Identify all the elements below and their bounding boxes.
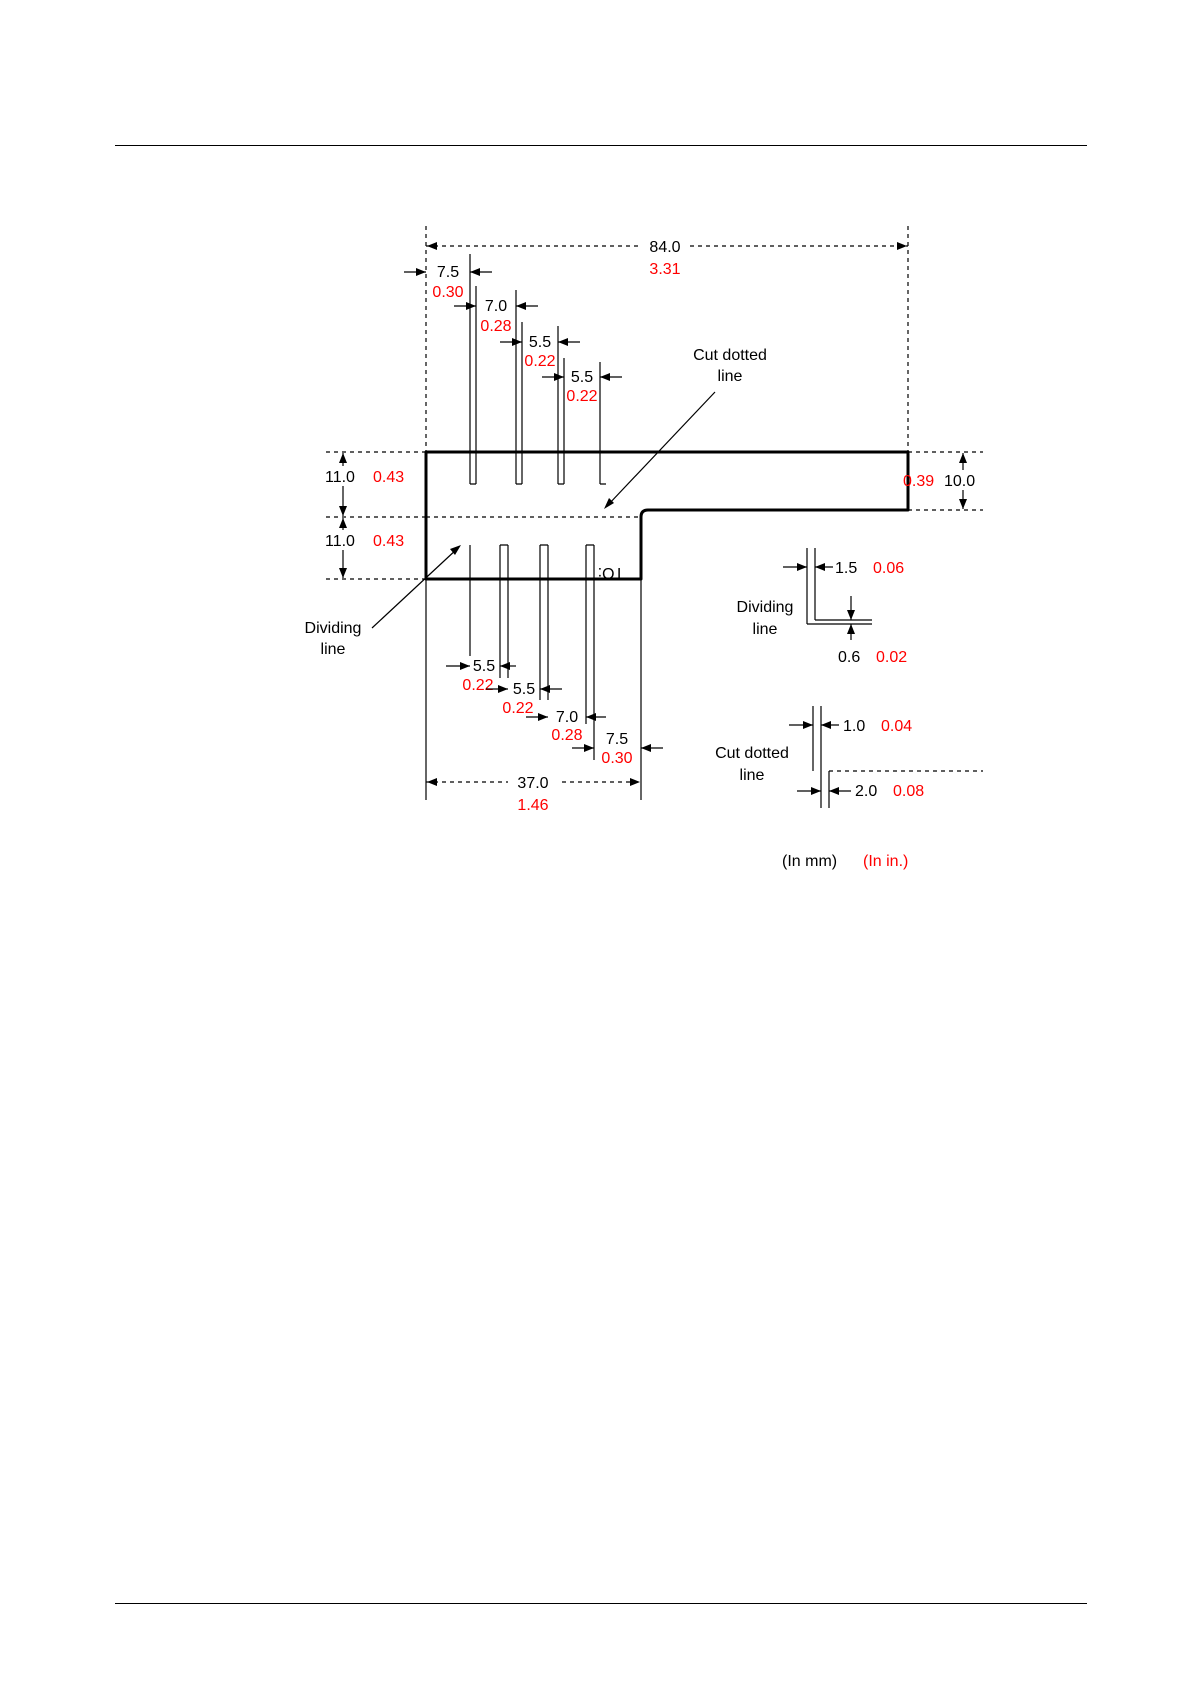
svg-text:line: line <box>321 641 346 658</box>
svg-text:7.0: 7.0 <box>485 298 507 315</box>
dim-bottom-offset-4: 7.5 0.30 <box>572 731 663 767</box>
dim-total-width-in: 3.31 <box>649 261 680 278</box>
svg-text:10.0: 10.0 <box>944 473 975 490</box>
svg-text:1.46: 1.46 <box>517 797 548 814</box>
dim-tab-width: 37.0 1.46 <box>426 772 641 814</box>
dim-lower-height: 11.0 0.43 <box>323 518 404 578</box>
dim-top-offset-3: 5.5 0.22 <box>500 334 580 370</box>
lower-tick-slots <box>470 545 594 579</box>
detail-cut-dotted-line: 1.0 0.04 2.0 0.08 Cut dotted line <box>715 706 983 808</box>
svg-text:5.5: 5.5 <box>513 681 535 698</box>
callout-dividing-line: Dividing line <box>305 545 461 658</box>
svg-text:Dividing: Dividing <box>305 620 362 637</box>
units-inch: (In in.) <box>863 853 908 870</box>
svg-text:0.22: 0.22 <box>502 700 533 717</box>
dim-top-offset-2: 7.0 0.28 <box>454 298 538 335</box>
svg-text:0.6: 0.6 <box>838 649 860 666</box>
svg-text:11.0: 11.0 <box>325 469 355 486</box>
svg-text:7.5: 7.5 <box>606 731 628 748</box>
svg-text:0.43: 0.43 <box>373 469 404 486</box>
upper-tick-slots <box>470 452 606 484</box>
svg-text:0.06: 0.06 <box>873 560 904 577</box>
svg-text:Dividing: Dividing <box>737 599 794 616</box>
svg-text:7.0: 7.0 <box>556 709 578 726</box>
dim-total-width-mm: 84.0 <box>649 239 680 256</box>
svg-text:0.39: 0.39 <box>903 473 934 490</box>
svg-text:0.30: 0.30 <box>601 750 632 767</box>
svg-text:11.0: 11.0 <box>325 533 355 550</box>
dim-bottom-offset-2: 5.5 0.22 <box>486 681 562 717</box>
svg-text:5.5: 5.5 <box>473 658 495 675</box>
svg-text:7.5: 7.5 <box>437 264 459 281</box>
detail-dividing-line: 1.5 0.06 0.6 0.02 Dividing line <box>737 548 908 666</box>
dim-right-height: 0.39 10.0 <box>903 453 982 509</box>
svg-text:0.43: 0.43 <box>373 533 404 550</box>
svg-text:line: line <box>753 621 778 638</box>
svg-text:2.0: 2.0 <box>855 783 877 800</box>
svg-text:line: line <box>718 368 743 385</box>
callout-cut-dotted-line: Cut dotted line <box>604 347 767 509</box>
svg-text:5.5: 5.5 <box>529 334 551 351</box>
svg-text:5.5: 5.5 <box>571 369 593 386</box>
svg-text:line: line <box>740 767 765 784</box>
dim-top-offset-4: 5.5 0.22 <box>542 369 622 405</box>
svg-text:37.0: 37.0 <box>517 775 548 792</box>
svg-text:1.0: 1.0 <box>843 718 865 735</box>
svg-text:0.02: 0.02 <box>876 649 907 666</box>
dim-upper-height: 11.0 0.43 <box>323 453 404 516</box>
dim-top-offset-1: 7.5 0.30 <box>404 264 492 301</box>
svg-text:0.22: 0.22 <box>462 677 493 694</box>
svg-text:1.5: 1.5 <box>835 560 857 577</box>
svg-text:0.30: 0.30 <box>432 284 463 301</box>
svg-text:Cut dotted: Cut dotted <box>715 745 789 762</box>
svg-text:Cut dotted: Cut dotted <box>693 347 767 364</box>
svg-text:0.04: 0.04 <box>881 718 912 735</box>
svg-text:0.22: 0.22 <box>566 388 597 405</box>
svg-text:0.08: 0.08 <box>893 783 924 800</box>
to-mark: TO: <box>598 564 624 581</box>
svg-text:0.22: 0.22 <box>524 353 555 370</box>
svg-text:0.28: 0.28 <box>551 727 582 744</box>
svg-text:0.28: 0.28 <box>480 318 511 335</box>
units-mm: (In mm) <box>782 853 837 870</box>
